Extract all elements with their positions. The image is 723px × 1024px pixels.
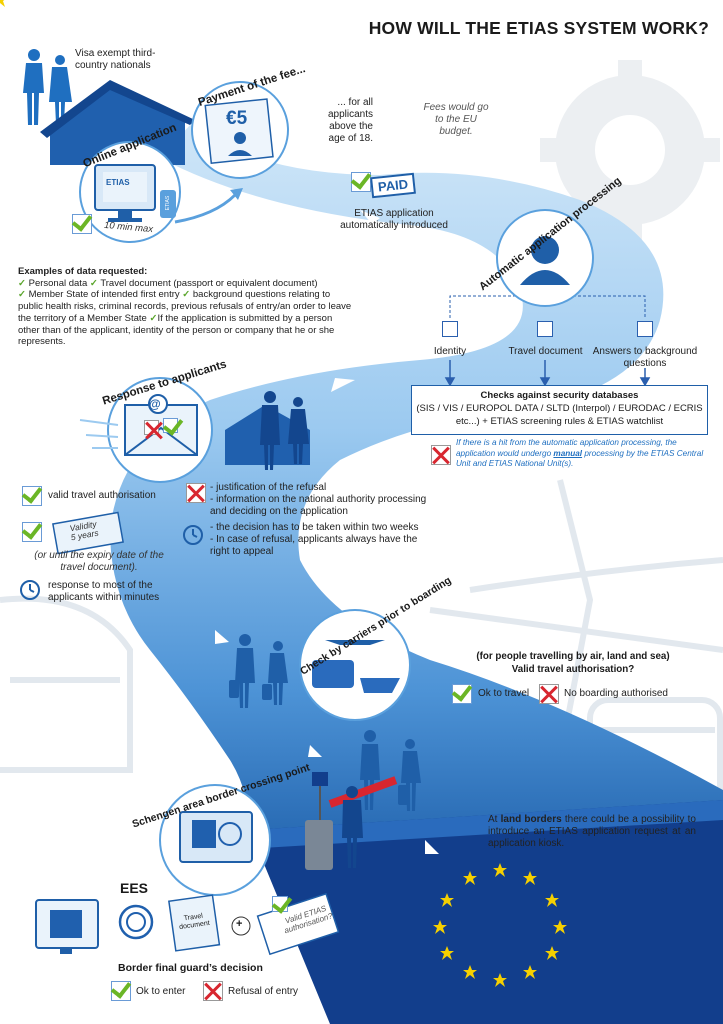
valid-authorisation-check-icon xyxy=(22,486,42,506)
etias-authorisation-icon xyxy=(256,892,340,956)
eu-territory xyxy=(250,800,723,1024)
border-barrier-icon xyxy=(305,772,398,870)
land-borders-prefix: At xyxy=(488,814,501,825)
home-travellers-icon xyxy=(225,391,310,470)
land-borders-bold: land borders xyxy=(500,814,562,825)
refusal-justification: - justification of the refusal xyxy=(210,482,327,493)
fee-note: ... for all applicants above the age of … xyxy=(327,97,373,144)
hit-text-after: processing by the ETIAS Central Unit and… xyxy=(456,448,704,469)
data-requested-heading: Examples of data requested: xyxy=(18,266,148,277)
two-weeks-note: - the decision has to be taken within tw… xyxy=(210,522,419,533)
no-boarding-cross-icon xyxy=(539,684,559,704)
travellers-icon xyxy=(23,49,72,125)
ship-icon xyxy=(360,678,400,693)
road-arrows xyxy=(195,195,458,854)
expiry-note: (or until the expiry date of the travel … xyxy=(34,550,164,573)
fee-amount: €5 xyxy=(226,108,248,129)
answers-checkbox xyxy=(637,321,653,337)
check-icon xyxy=(72,214,92,234)
validity-check-icon xyxy=(22,522,42,542)
applicant-icon xyxy=(531,236,559,264)
visa-exempt-label: Visa exempt third-country nationals xyxy=(75,48,156,71)
ok-to-travel-label: Ok to travel xyxy=(478,688,530,699)
refusal-authority-info: - information on the national authority … xyxy=(210,494,427,517)
answers-label: Answers to background questions xyxy=(592,346,698,369)
travel-document-label: Travel document xyxy=(508,346,583,357)
hit-text-before: If there is a hit from the automatic app… xyxy=(456,438,677,458)
page-title: HOW WILL THE ETIAS SYSTEM WORK? xyxy=(368,18,709,38)
data-requested-block: Examples of data requested: ✓ Personal d… xyxy=(18,266,352,348)
envelope-cross-icon xyxy=(144,420,159,435)
identity-checkbox xyxy=(442,321,458,337)
carriers-question: (for people travelling by air, land and … xyxy=(438,650,708,676)
hit-cross-icon xyxy=(431,445,451,465)
fees-eu-budget-note: Fees would go to the EU budget. xyxy=(423,102,489,137)
checks-databases: (SIS / VIS / EUROPOL DATA / SLTD (Interp… xyxy=(416,403,703,427)
envelope-check-icon xyxy=(163,418,178,433)
land-borders-note: At land borders there could be a possibi… xyxy=(488,814,696,850)
phone-icon xyxy=(160,190,176,218)
invoice-icon xyxy=(204,98,274,165)
valid-etias-check-icon xyxy=(272,896,288,912)
data-item-representative: If the application is submitted by a per… xyxy=(18,312,335,348)
refusal-entry-cross-icon xyxy=(203,981,223,1001)
security-checks-box: Checks against security databases (SIS /… xyxy=(411,385,708,435)
data-item-personal: Personal data xyxy=(28,277,88,289)
train-watermark-icon xyxy=(0,595,133,773)
plane-icon xyxy=(325,640,385,645)
checks-heading: Checks against security databases xyxy=(480,390,639,401)
gear-icon xyxy=(540,60,720,240)
ok-to-enter-label: Ok to enter xyxy=(136,986,186,997)
paid-check-icon xyxy=(351,172,371,192)
eu-stars xyxy=(0,0,567,987)
travel-document-icon xyxy=(168,894,221,952)
paid-text: ETIAS application automatically introduc… xyxy=(340,208,448,231)
phone-label: ETIAS xyxy=(165,195,172,211)
validity-booklet-icon xyxy=(52,511,124,555)
valid-authorisation-label: valid travel authorisation xyxy=(48,490,156,501)
house-icon xyxy=(40,80,195,165)
border-decision-heading: Border final guard’s decision xyxy=(118,962,263,974)
land-borders-rest: there could be a possibility to introduc… xyxy=(488,814,696,849)
no-boarding-label: No boarding authorised xyxy=(564,688,668,699)
ees-fingerprint-icon xyxy=(118,904,154,940)
refusal-cross-icon xyxy=(186,483,206,503)
refusal-entry-label: Refusal of entry xyxy=(228,986,299,997)
airplane-watermark-icon xyxy=(429,479,723,761)
screen-label: ETIAS xyxy=(106,178,130,187)
down-arrows xyxy=(444,360,651,387)
data-item-background: background questions relating to public … xyxy=(18,289,352,324)
border-guard-icon xyxy=(342,786,363,868)
carriers-question-line2: Valid travel authorisation? xyxy=(511,664,635,675)
manual-processing-note: If there is a hit from the automatic app… xyxy=(456,438,708,470)
plus-sign: + xyxy=(236,918,243,930)
response-minutes-note: response to most of the applicants withi… xyxy=(48,580,160,603)
travel-document-checkbox xyxy=(537,321,553,337)
fingerprint-icon xyxy=(218,822,242,846)
data-item-travel-document: Travel document (passport or equivalent … xyxy=(100,277,318,289)
identity-label: Identity xyxy=(433,346,467,357)
ok-to-enter-check-icon xyxy=(111,981,131,1001)
ees-label: EES xyxy=(120,880,149,896)
hit-text-manual: manual xyxy=(553,448,583,458)
speed-lines xyxy=(79,419,119,449)
ok-to-travel-check-icon xyxy=(452,684,472,704)
bus-icon xyxy=(312,660,354,688)
at-icon: @ xyxy=(149,397,161,411)
data-item-member-state: Member State of intended first entry xyxy=(28,289,180,301)
appeal-note: - In case of refusal, applicants always … xyxy=(210,534,418,557)
carriers-question-line1: (for people travelling by air, land and … xyxy=(476,651,670,662)
clock-icon xyxy=(20,525,203,600)
